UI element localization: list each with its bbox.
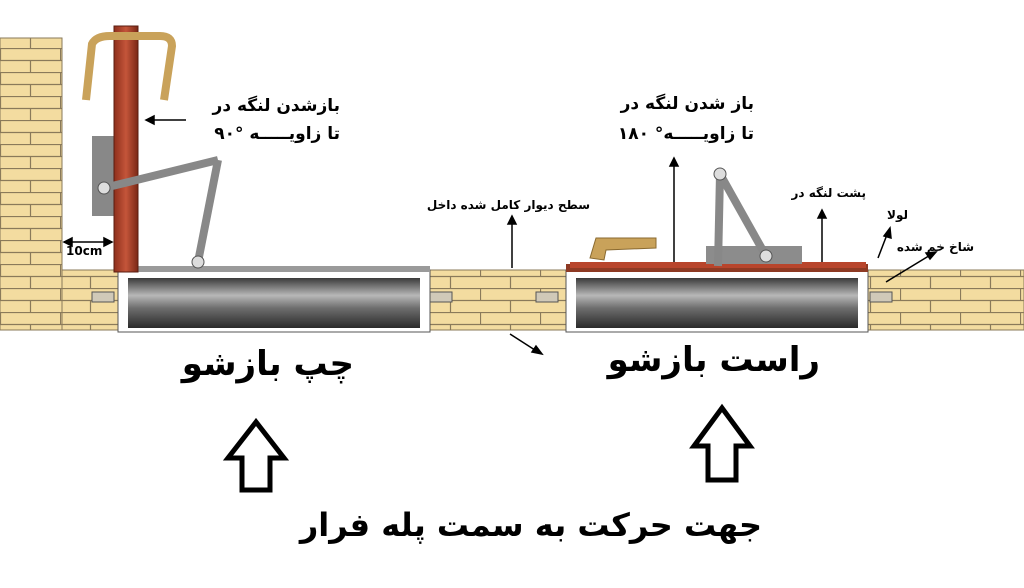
gap-dimension [62,236,114,248]
up-arrow-left [222,417,290,493]
left-open-label-line2: تا زاویـــــه °۹۰ [214,124,340,144]
left-door-frame [117,266,431,333]
left-opening-title: چپ بازشو [181,344,354,384]
gap-label: 10cm [66,244,103,258]
direction-caption: جهت حرکت به سمت پله فرار [299,506,762,544]
right-door-leaf [570,167,866,268]
left-door-leaf [82,25,222,273]
right-open-label-line1: باز شدن لنگه در [620,94,754,114]
wall-surface-label: سطح دیوار کامل شده داخل [426,198,590,212]
right-door-frame [565,264,869,333]
right-open-label-line2: تا زاویـــــه° ۱۸۰ [617,124,754,144]
pointer-arrows [144,114,938,356]
up-arrow-right [689,403,755,483]
brick-wall-left [0,37,121,331]
hinge-label: لولا [887,208,908,222]
door-back-label: پشت لنگه در [791,186,866,200]
left-open-label-line1: بازشدن لنگه در [212,96,340,116]
bent-branch-label: شاخ خم شده [896,240,974,254]
right-opening-title: راست بازشو [607,340,820,380]
hinge-springs [91,291,893,303]
